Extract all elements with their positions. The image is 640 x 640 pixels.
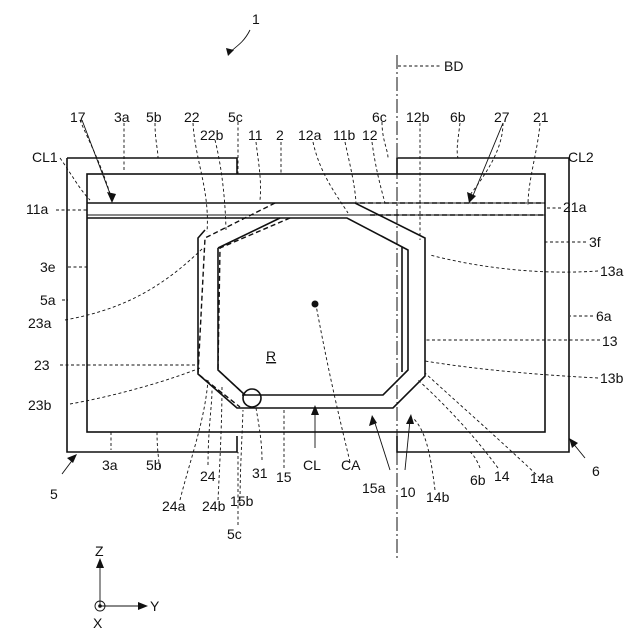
arrow-27: [472, 123, 503, 198]
axis-label-y: Y: [150, 598, 160, 614]
label-13b: 13b: [600, 370, 624, 386]
conductor-outer: [87, 203, 425, 408]
label-21: 21: [533, 109, 549, 125]
arrow-17-head: [107, 192, 116, 203]
label-r: R: [266, 348, 276, 364]
label-21a: 21a: [563, 199, 587, 215]
arrow-6-head: [569, 438, 578, 448]
label-23b: 23b: [28, 397, 52, 413]
label-5b-top: 5b: [146, 109, 162, 125]
center-point-ca: [312, 301, 319, 308]
arrow-10: [405, 420, 410, 470]
label-22b: 22b: [200, 127, 224, 143]
label-13: 13: [602, 333, 618, 349]
label-14b: 14b: [426, 489, 450, 505]
label-15a: 15a: [362, 480, 386, 496]
label-12a: 12a: [298, 127, 322, 143]
dashed-portion-23: [198, 203, 275, 407]
reference-labels: 1 BD 17 3a 5b 22 5c 6c 12b 6b 27 21 22b …: [26, 11, 624, 631]
label-6b-top: 6b: [450, 109, 466, 125]
label-5a: 5a: [40, 292, 56, 308]
label-24a: 24a: [162, 498, 186, 514]
small-circle-31: [243, 389, 261, 407]
label-24b: 24b: [202, 498, 226, 514]
label-ca: CA: [341, 457, 361, 473]
label-3e: 3e: [40, 259, 56, 275]
label-bd: BD: [444, 58, 463, 74]
label-14a: 14a: [530, 470, 554, 486]
label-17: 17: [70, 109, 86, 125]
label-5: 5: [50, 486, 58, 502]
figure-arrow: [230, 30, 250, 52]
label-cl2: CL2: [568, 149, 594, 165]
label-11b: 11b: [333, 127, 356, 143]
label-6a: 6a: [596, 308, 612, 324]
label-cl: CL: [303, 457, 321, 473]
arrow-5-head: [67, 454, 77, 463]
arrow-15a: [374, 420, 390, 470]
label-27: 27: [494, 109, 510, 125]
label-23: 23: [34, 357, 50, 373]
label-cl1: CL1: [32, 149, 58, 165]
label-15b: 15b: [230, 493, 254, 509]
label-12: 12: [362, 127, 378, 143]
part-5-outline: [67, 158, 237, 452]
label-23a: 23a: [28, 315, 52, 331]
axis-label-x: X: [93, 615, 103, 631]
axis-label-z: Z: [95, 543, 104, 559]
arrow-cl-head: [311, 405, 319, 415]
label-31: 31: [252, 465, 268, 481]
label-14: 14: [494, 468, 510, 484]
label-3a-top: 3a: [114, 109, 130, 125]
label-15: 15: [276, 469, 292, 485]
part-6-outline: [397, 158, 569, 452]
label-3f: 3f: [589, 234, 601, 250]
label-13a: 13a: [600, 263, 624, 279]
leader-lines: [56, 120, 600, 525]
label-6b-bottom: 6b: [470, 472, 486, 488]
label-1: 1: [252, 11, 260, 27]
label-12b: 12b: [406, 109, 430, 125]
dashed-portion-22: [218, 218, 290, 395]
label-5b-bottom: 5b: [146, 457, 162, 473]
coordinate-axes: [95, 558, 148, 611]
label-24: 24: [200, 468, 216, 484]
label-2: 2: [276, 127, 284, 143]
label-11a: 11a: [26, 201, 49, 217]
label-5c-top: 5c: [228, 109, 243, 125]
label-10: 10: [400, 484, 416, 500]
label-11: 11: [248, 127, 263, 143]
conductor-inner: [87, 218, 408, 395]
label-6: 6: [592, 463, 600, 479]
label-6c: 6c: [372, 109, 387, 125]
label-22: 22: [184, 109, 200, 125]
label-3a-bottom: 3a: [102, 457, 118, 473]
label-5c-bottom: 5c: [227, 526, 242, 542]
arrow-10-head: [406, 414, 414, 424]
